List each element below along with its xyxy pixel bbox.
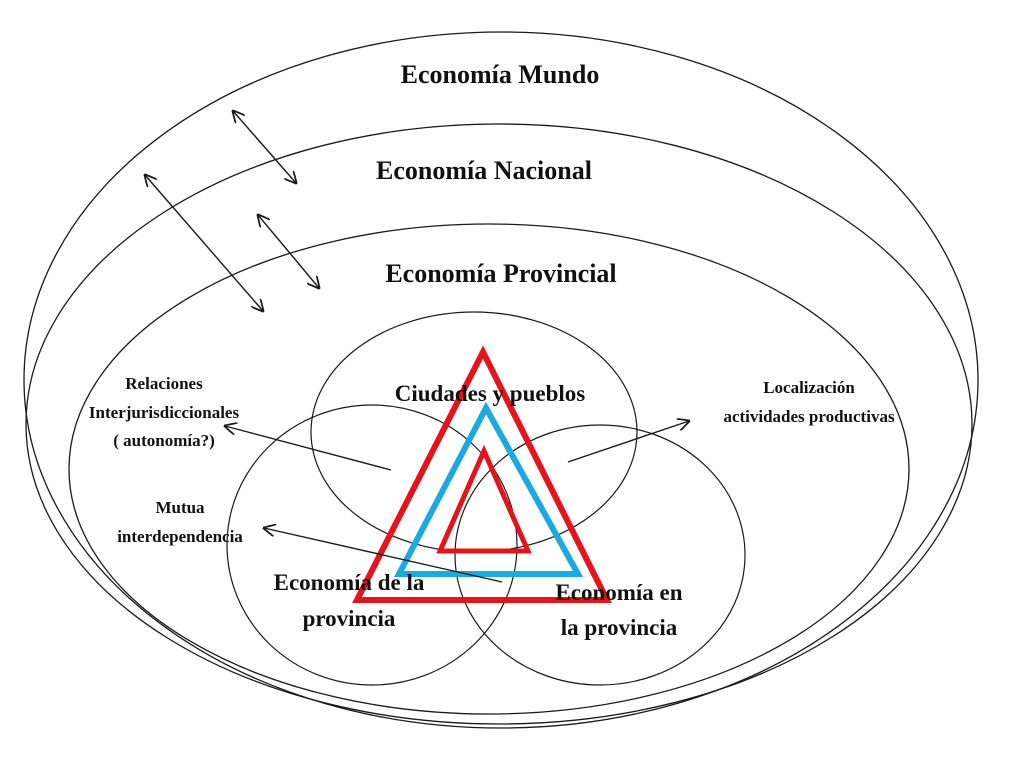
circle-economia-de-la-provincia — [226, 404, 518, 686]
annotation-relaciones-line3: ( autonomía?) — [113, 431, 215, 450]
triangle-outer — [352, 345, 612, 603]
annotation-mutua-line1: Mutua — [155, 498, 205, 517]
arrow-relaciones — [225, 426, 392, 471]
annotation-localizacion-line2: actividades productivas — [723, 407, 895, 426]
ring-economia-mundo — [23, 31, 979, 729]
annotation-relaciones-line1: Relaciones — [125, 374, 203, 393]
arrow-localizacion — [567, 421, 689, 463]
label-economia-de-la-line1: Economía de la — [274, 570, 425, 595]
label-economia-en-line2: la provincia — [561, 615, 678, 640]
triangle-inner — [436, 444, 532, 554]
ring-economia-provincial — [68, 223, 910, 715]
arrow-mundo-nacional — [233, 111, 296, 183]
annotation-mutua-line2: interdependencia — [117, 527, 243, 546]
annotation-relaciones-line2: Interjurisdiccionales — [89, 403, 240, 422]
ring-economia-nacional — [25, 123, 973, 725]
arrow-nacional-provincial — [258, 215, 319, 288]
circle-economia-en-la-provincia — [454, 424, 746, 686]
annotation-localizacion-line1: Localización — [763, 378, 855, 397]
label-economia-de-la-line2: provincia — [303, 606, 396, 631]
title-economia-mundo: Economía Mundo — [401, 60, 600, 89]
label-ciudades-y-pueblos: Ciudades y pueblos — [395, 381, 586, 406]
title-economia-provincial: Economía Provincial — [385, 259, 616, 288]
arrow-mundo-provincial — [145, 175, 263, 311]
triangle-middle — [394, 401, 584, 577]
label-economia-en-line1: Economía en — [555, 580, 682, 605]
arrow-mutua — [264, 528, 503, 583]
title-economia-nacional: Economía Nacional — [376, 156, 592, 185]
